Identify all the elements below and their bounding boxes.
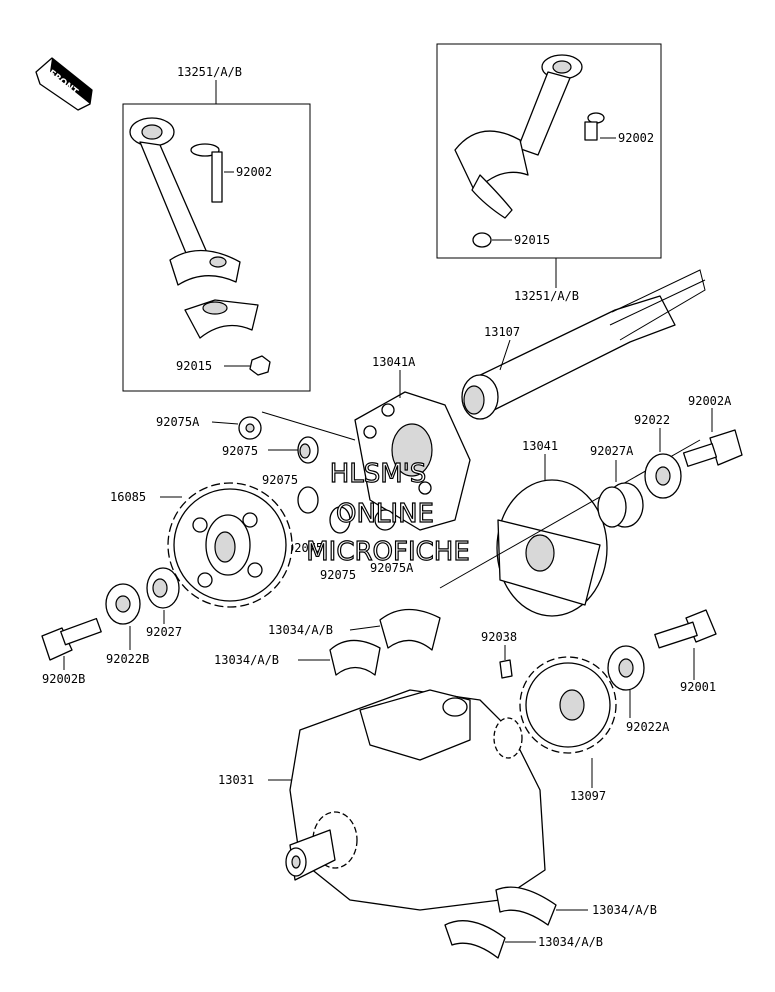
label-92022B: 92022B [106,652,149,666]
label-92001: 92001 [680,680,716,694]
bearing-shell-2 [329,639,381,676]
bolt-92002B [41,617,102,661]
bolt-92001 [654,609,717,649]
gear-92075A-bottom [374,509,396,531]
label-92022: 92022 [634,413,670,427]
conrod-right [454,54,583,219]
label-92002B: 92002B [42,672,85,686]
label-92022A: 92022A [626,720,670,734]
label-conrod-right: 13251/A/B [514,289,579,303]
crankshaft-13031 [285,689,546,911]
label-gear-16085: 16085 [110,490,146,504]
pin-92075-1 [297,436,319,464]
pin-92075-4 [329,506,351,534]
label-92075A-top: 92075A [156,415,200,429]
label-bearing-3: 13034/A/B [592,903,657,917]
bearing-shell-1 [379,608,441,651]
washer-92022A [607,645,645,691]
conrod-right-box [436,43,662,259]
key-92038 [499,659,513,679]
label-92027A: 92027A [590,444,634,458]
gear-13041 [496,479,608,617]
nut-right [472,232,492,248]
watermark-line2: ONLINE [336,499,434,529]
bolt-left [190,143,223,203]
conrod-left [129,117,241,286]
label-shaft: 13107 [484,325,520,339]
label-crank-13031: 13031 [218,773,254,787]
label-92027: 92027 [146,625,182,639]
conrod-cap-left [184,299,259,339]
watermark-line3: MICROFICHE [306,537,470,567]
label-nut-left: 92015 [176,359,212,373]
label-92075A-bottom: 92075A [370,561,414,575]
label-gear-13097: 13097 [570,789,606,803]
nut-left [249,355,271,376]
gear-13041A [354,391,471,531]
watermark: HLSM'S ONLINE MICROFICHE [306,458,471,567]
bolt-92002A [682,429,743,467]
label-bearing-4: 13034/A/B [538,935,603,949]
washer-92027A [597,482,644,528]
label-gear-13041A: 13041A [372,355,416,369]
shaft-13107 [461,269,706,420]
pin-92075-3 [297,486,319,514]
label-92038: 92038 [481,630,517,644]
label-92002A: 92002A [688,394,732,408]
bearing-shell-4 [444,920,506,959]
label-conrod-left: 13251/A/B [177,65,242,79]
gear-16085 [167,482,293,608]
bearing-shell-3 [495,886,557,926]
label-gear-13041: 13041 [522,439,558,453]
label-bolt-right: 92002 [618,131,654,145]
label-92075-3: 92075 [287,541,323,555]
label-92075-4: 92075 [320,568,356,582]
washer-92027 [146,567,180,609]
label-nut-right: 92015 [514,233,550,247]
label-92075-2: 92075 [262,473,298,487]
washer-92022B [105,583,141,625]
label-92075-1: 92075 [222,444,258,458]
front-arrow-icon: FRONT [35,57,93,111]
bolt-right [584,112,605,141]
gear-13097 [519,656,617,754]
gear-92075A-top [238,416,262,440]
washer-92022 [644,453,682,499]
label-bearing-1: 13034/A/B [268,623,333,637]
watermark-line1: HLSM'S [330,459,427,489]
label-bearing-2: 13034/A/B [214,653,279,667]
label-bolt-left: 92002 [236,165,272,179]
